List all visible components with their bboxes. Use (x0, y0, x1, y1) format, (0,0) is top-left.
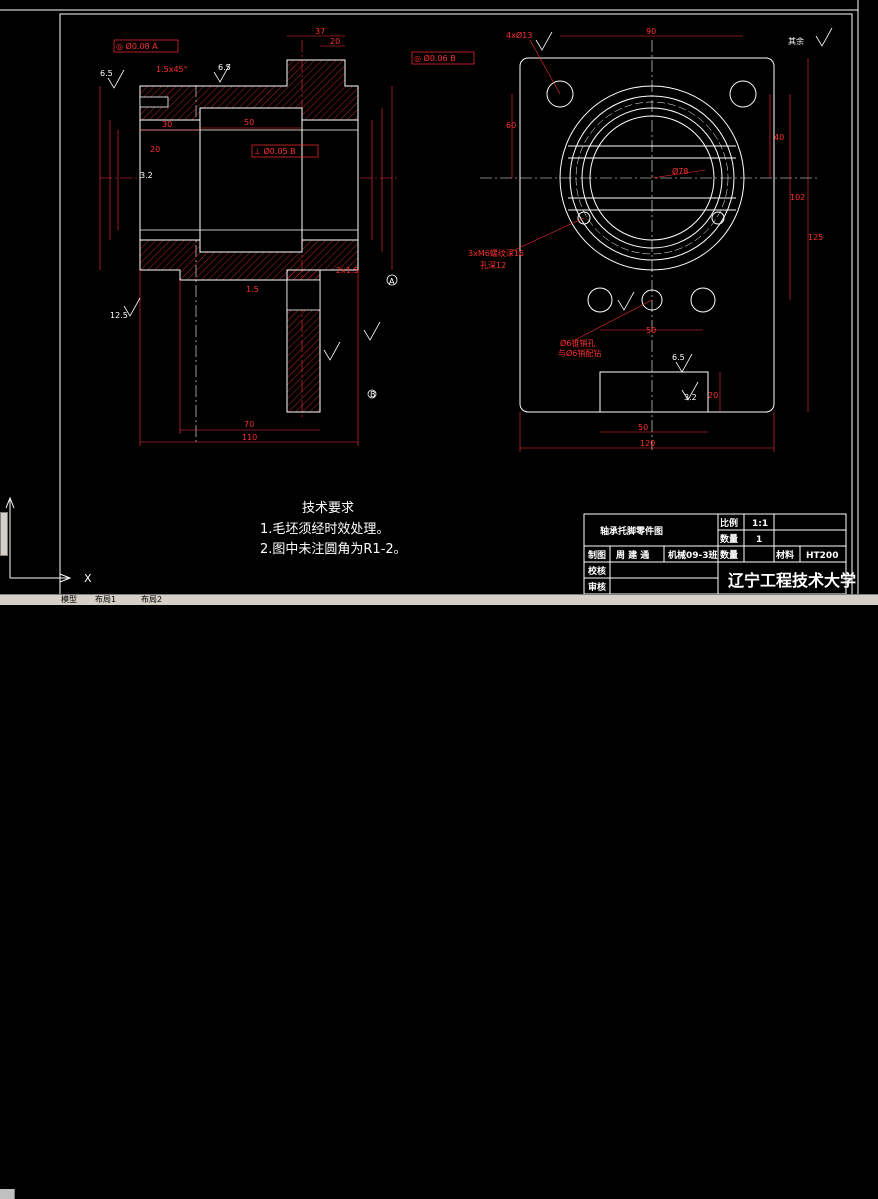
thread-note-1: 3xM6螺纹深16 (468, 248, 524, 258)
scale-label: 比例 (720, 517, 738, 529)
dim-50-holes: 50 (646, 326, 656, 335)
tab-layout1[interactable]: 布局1 (95, 595, 117, 604)
quantity-value: 1 (756, 535, 762, 545)
thread-note-2: 孔深12 (480, 261, 506, 270)
dim-37: 37 (315, 27, 325, 36)
dim-110: 110 (242, 433, 257, 442)
dim-2x15: 2x1.5 (336, 266, 359, 275)
dim-60: 60 (506, 121, 516, 130)
university-name: 辽宁工程技术大学 (728, 571, 856, 590)
dim-d78: Ø78 (672, 166, 688, 176)
dim-50-notch: 50 (638, 423, 648, 432)
oil-note-1: Ø6锥销孔 (560, 338, 595, 348)
datum-b-label: B (370, 390, 376, 399)
tech-line-1: 1.毛坯须经时效处理。 (260, 522, 389, 537)
dim-40: 40 (774, 133, 784, 142)
dim-50: 50 (244, 118, 254, 127)
ucs-icon (5, 496, 72, 583)
dim-90: 90 (646, 27, 656, 36)
tab-scroll-arrows[interactable] (0, 1189, 15, 1199)
dim-20-side: 20 (150, 145, 160, 154)
scale-value: 1:1 (752, 519, 768, 529)
roughness-12-5: 12.5 (110, 311, 128, 320)
material-value: HT200 (806, 551, 838, 561)
dim-125: 125 (808, 233, 823, 242)
tolerance-frame-perp: ⊥ Ø0.05 B (254, 146, 296, 156)
vertical-scrollbar[interactable] (0, 512, 8, 556)
tech-heading: 技术要求 (302, 501, 354, 516)
roughness-right-3-2: 3.2 (684, 393, 697, 402)
oil-note-2: 与Ø6销配钻 (558, 348, 601, 358)
tab-layout2[interactable]: 布局2 (141, 595, 163, 604)
dim-120: 120 (640, 439, 655, 448)
weight-label: 数量 (720, 549, 738, 561)
tab-model[interactable]: 模型 (61, 595, 77, 604)
chamfer-note: 1.5x45° (156, 65, 188, 74)
class-code: 机械09-3班 (668, 549, 718, 561)
datum-a-label: A (389, 277, 395, 286)
material-label: 材料 (775, 549, 794, 561)
dim-70: 70 (244, 420, 254, 429)
surface-note: 其余 (788, 36, 804, 46)
ucs-x-label: X (84, 572, 92, 585)
dim-4x13: 4xØ13 (506, 30, 532, 40)
review-label: 审核 (588, 581, 606, 593)
tolerance-frame-a: ◎ Ø0.08 A (116, 41, 158, 51)
front-view (480, 27, 833, 452)
tech-line-2: 2.图中未注圆角为R1-2。 (260, 542, 407, 557)
roughness-6-5: 6.5 (100, 69, 113, 78)
drawing-title: 轴承托脚零件图 (600, 525, 663, 537)
roughness-right-6-5: 6.5 (672, 353, 685, 362)
section-view (99, 35, 475, 446)
quantity-label: 数量 (720, 533, 738, 545)
dim-102: 102 (790, 193, 805, 202)
roughness-3-2: 3.2 (140, 171, 153, 180)
drawer-name: 周 建 通 (616, 549, 649, 561)
dim-1-5: 1.5 (246, 285, 259, 294)
layout-tab-bar: 模型 布局1 布局2 (0, 594, 878, 1199)
dim-20-notch: 20 (708, 391, 718, 400)
drawn-label: 制图 (588, 549, 606, 561)
check-label: 校核 (588, 565, 606, 577)
cad-drawing-canvas[interactable]: ◎ Ø0.08 A ◎ Ø0.06 B ⊥ Ø0.05 B 37 20 30 5… (0, 0, 878, 604)
dim-30: 30 (162, 120, 172, 129)
roughness-6-5-b: 6.5 (218, 63, 231, 72)
tolerance-frame-b: ◎ Ø0.06 B (414, 53, 456, 63)
dim-20-top: 20 (330, 37, 340, 46)
